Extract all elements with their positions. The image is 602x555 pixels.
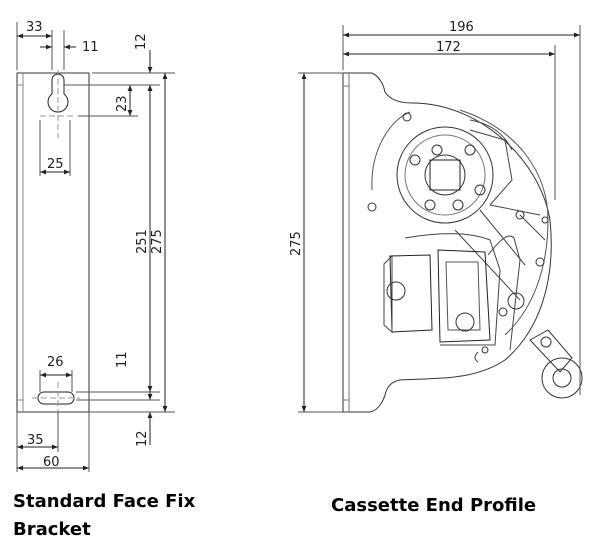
dim-251: 251 <box>135 229 150 254</box>
bracket-caption: Standard Face Fix Bracket <box>13 491 196 540</box>
cassette-drawing <box>298 25 583 413</box>
motor-block <box>383 233 501 346</box>
dim-275-bracket: 275 <box>150 229 165 254</box>
dim-172: 172 <box>436 40 461 55</box>
dim-196: 196 <box>449 20 474 35</box>
cassette-caption: Cassette End Profile <box>331 495 537 516</box>
dim-23: 23 <box>115 95 130 112</box>
dim-26: 26 <box>47 355 64 370</box>
dim-11-bottom: 11 <box>115 351 130 368</box>
dim-35: 35 <box>27 433 44 448</box>
keyhole-slot <box>40 70 76 138</box>
dim-25: 25 <box>47 157 64 172</box>
dim-33: 33 <box>26 20 43 35</box>
bracket-plate <box>16 72 90 413</box>
drive-gear <box>396 119 513 224</box>
dim-12-top: 12 <box>134 33 149 50</box>
dim-275-cassette: 275 <box>289 231 304 256</box>
dim-12-bottom: 12 <box>135 430 150 447</box>
bottom-slot <box>32 382 80 412</box>
bracket-drawing <box>16 22 175 472</box>
dim-11-top: 11 <box>82 40 99 55</box>
dim-60: 60 <box>43 455 60 470</box>
end-plate <box>342 72 552 413</box>
bottom-lever <box>529 329 583 399</box>
